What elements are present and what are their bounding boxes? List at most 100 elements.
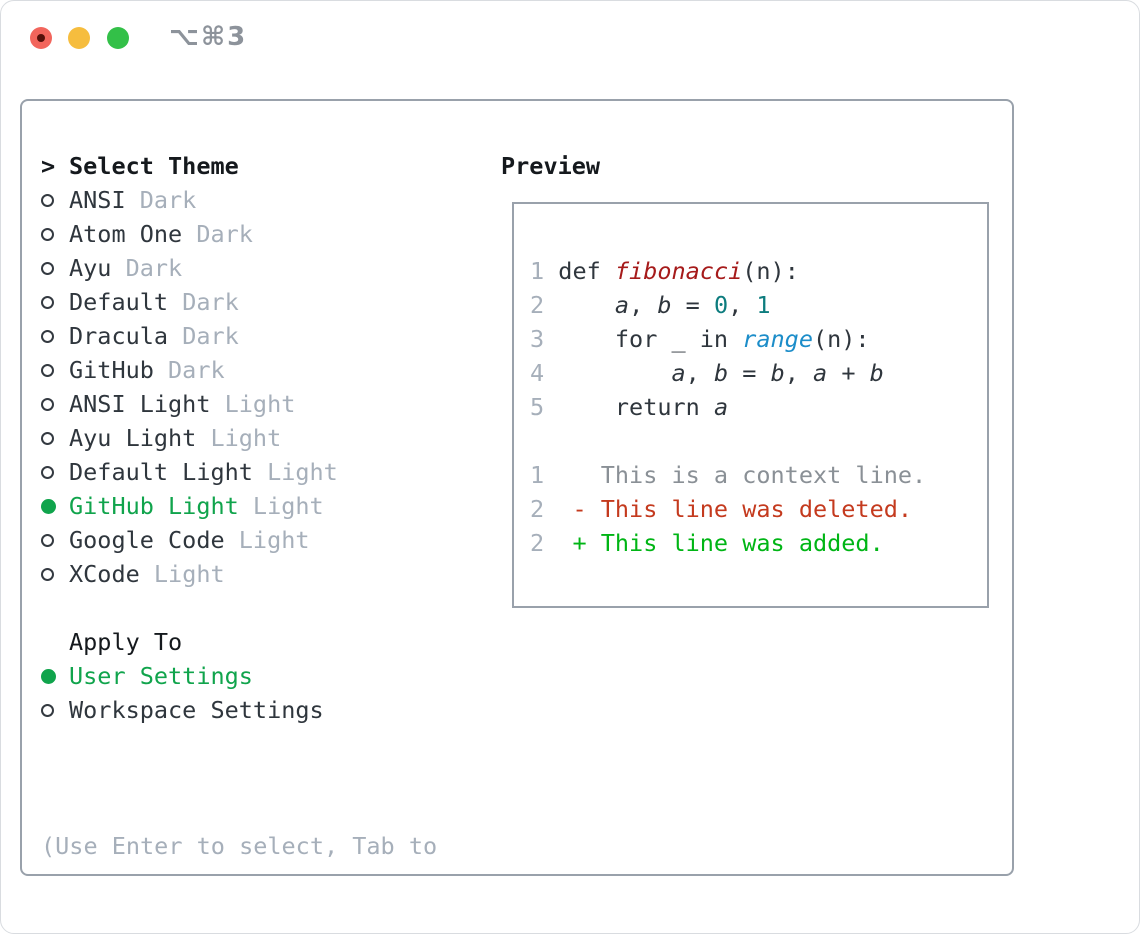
variant-label: Dark xyxy=(153,356,225,384)
theme-option-ansi-light[interactable]: ANSI Light Light xyxy=(41,387,501,421)
apply-to-header: Apply To xyxy=(41,625,501,659)
code-line: 5 return a xyxy=(530,390,987,424)
diff-context-line: 1 This is a context line. xyxy=(530,458,987,492)
code-token: a xyxy=(671,359,686,387)
code-token: , xyxy=(685,359,714,387)
variant-label: Dark xyxy=(168,322,239,350)
variant-label: Dark xyxy=(168,288,239,316)
variant-label: Light xyxy=(224,526,310,554)
code-token: (n): xyxy=(742,257,799,285)
close-button[interactable] xyxy=(30,27,52,49)
help-text-line-1: (Use Enter to select, Tab to xyxy=(41,832,438,860)
option-label: Default xyxy=(69,288,169,316)
variant-label: Light xyxy=(196,424,282,452)
code-line: 3 for _ in range(n): xyxy=(530,322,987,356)
select-theme-header: > Select Theme xyxy=(41,149,501,183)
line-number: 2 xyxy=(530,529,545,557)
option-label: Ayu xyxy=(69,254,112,282)
theme-option-google-code[interactable]: Google Code Light xyxy=(41,523,501,557)
code-token: b xyxy=(869,359,884,387)
window-titlebar: ⌥⌘3 xyxy=(1,1,1139,73)
apply-option-user-settings[interactable]: User Settings xyxy=(41,659,501,693)
empty-line xyxy=(530,424,987,458)
radio-marker xyxy=(41,431,69,445)
radio-marker xyxy=(41,193,69,207)
code-token: + xyxy=(827,359,870,387)
option-label: Dracula xyxy=(69,322,169,350)
code-token: This is a context line. xyxy=(544,461,927,489)
option-label: XCode xyxy=(69,560,140,588)
minimize-button[interactable] xyxy=(68,27,90,49)
radio-marker xyxy=(41,498,69,514)
code-token: a xyxy=(813,359,828,387)
radio-selected-icon xyxy=(41,668,56,684)
option-label: Atom One xyxy=(69,220,183,248)
radio-unselected-icon xyxy=(41,227,54,241)
theme-option-atom-one[interactable]: Atom One Dark xyxy=(41,217,501,251)
theme-option-ayu-light[interactable]: Ayu Light Light xyxy=(41,421,501,455)
select-theme-title: Select Theme xyxy=(69,152,239,180)
code-token: def xyxy=(544,257,615,285)
apply-option-workspace-settings[interactable]: Workspace Settings xyxy=(41,693,501,727)
radio-marker xyxy=(41,397,69,411)
radio-marker xyxy=(41,533,69,547)
radio-unselected-icon xyxy=(41,567,54,581)
code-token xyxy=(544,359,671,387)
radio-unselected-icon xyxy=(41,329,54,343)
option-label: GitHub Light xyxy=(69,492,239,520)
radio-marker xyxy=(41,567,69,581)
code-token: = xyxy=(671,291,714,319)
radio-unselected-icon xyxy=(41,295,54,309)
variant-label: Light xyxy=(252,458,338,486)
zoom-button[interactable] xyxy=(107,27,129,49)
theme-option-github[interactable]: GitHub Dark xyxy=(41,353,501,387)
option-label: Ayu Light xyxy=(69,424,197,452)
code-token: b xyxy=(657,291,672,319)
option-label: Google Code xyxy=(69,526,225,554)
theme-option-ayu[interactable]: Ayu Dark xyxy=(41,251,501,285)
line-number: 3 xyxy=(530,325,545,353)
code-token: + This line was added. xyxy=(544,529,884,557)
code-token: 1 xyxy=(756,291,771,319)
code-token: , xyxy=(629,291,658,319)
code-line: 1 def fibonacci(n): xyxy=(530,254,987,288)
radio-marker xyxy=(41,668,69,684)
code-token: for _ in xyxy=(544,325,743,353)
theme-option-dracula[interactable]: Dracula Dark xyxy=(41,319,501,353)
line-number: 5 xyxy=(530,393,545,421)
diff-deleted-line: 2 - This line was deleted. xyxy=(530,492,987,526)
radio-unselected-icon xyxy=(41,261,54,275)
option-label: User Settings xyxy=(69,662,253,690)
code-token: range xyxy=(742,325,813,353)
window-title: ⌥⌘3 xyxy=(169,22,248,52)
code-token: b xyxy=(770,359,785,387)
code-line: 4 a, b = b, a + b xyxy=(530,356,987,390)
theme-option-xcode[interactable]: XCode Light xyxy=(41,557,501,591)
radio-marker xyxy=(41,703,69,717)
radio-unselected-icon xyxy=(41,397,54,411)
radio-unselected-icon xyxy=(41,703,54,717)
code-token: b xyxy=(713,359,729,387)
radio-marker xyxy=(41,465,69,479)
theme-option-default-light[interactable]: Default Light Light xyxy=(41,455,501,489)
variant-label: Dark xyxy=(182,220,253,248)
option-label: Workspace Settings xyxy=(69,696,324,724)
variant-label: Light xyxy=(238,492,324,520)
theme-option-default[interactable]: Default Dark xyxy=(41,285,501,319)
radio-unselected-icon xyxy=(41,465,54,479)
code-token xyxy=(544,291,615,319)
code-line: 2 a, b = 0, 1 xyxy=(530,288,987,322)
help-text: (Use Enter to select, Tab to change focu… xyxy=(41,761,501,933)
code-token: - This line was deleted. xyxy=(544,495,913,523)
theme-option-github-light[interactable]: GitHub Light Light xyxy=(41,489,501,523)
line-number: 1 xyxy=(530,461,545,489)
radio-unselected-icon xyxy=(41,193,54,207)
line-number: 2 xyxy=(530,495,545,523)
theme-option-ansi[interactable]: ANSI Dark xyxy=(41,183,501,217)
